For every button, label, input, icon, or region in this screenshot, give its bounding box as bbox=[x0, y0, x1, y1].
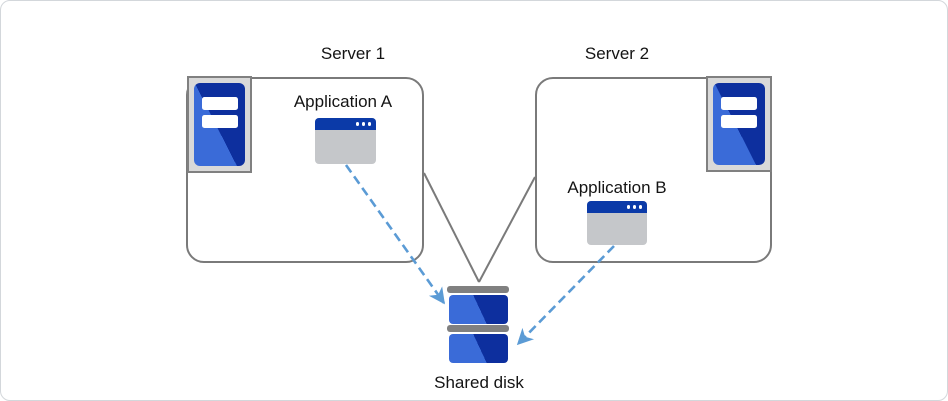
shared-disk-icon bbox=[447, 286, 509, 293]
shared-disk-icon bbox=[449, 334, 508, 363]
window-dot-icon bbox=[367, 122, 371, 126]
window-dot-icon bbox=[355, 122, 359, 126]
window-titlebar bbox=[315, 118, 376, 130]
server-slot bbox=[721, 97, 757, 110]
server-tower-icon bbox=[187, 76, 252, 173]
application-a-label: Application A bbox=[293, 92, 393, 111]
server-tower-body bbox=[194, 83, 245, 166]
app-window-icon bbox=[315, 118, 376, 164]
shared-disk-label: Shared disk bbox=[434, 373, 524, 392]
server-slot bbox=[201, 97, 238, 110]
window-dot-icon bbox=[361, 122, 365, 126]
server2-label: Server 2 bbox=[584, 44, 650, 63]
window-dot-icon bbox=[626, 205, 630, 209]
shared-disk-icon bbox=[447, 325, 509, 332]
application-b-label: Application B bbox=[567, 178, 667, 197]
server1-label: Server 1 bbox=[320, 44, 386, 63]
server-slot bbox=[721, 115, 757, 128]
server2-disk-connector bbox=[478, 176, 536, 283]
shared-disk-icon bbox=[449, 295, 508, 324]
window-dot-icon bbox=[638, 205, 642, 209]
server1-disk-connector bbox=[423, 172, 480, 283]
server-slot bbox=[201, 115, 238, 128]
window-titlebar bbox=[587, 201, 647, 213]
app-window-icon bbox=[587, 201, 647, 245]
window-dot-icon bbox=[632, 205, 636, 209]
server-tower-icon bbox=[706, 76, 772, 172]
server-tower-body bbox=[713, 83, 765, 165]
